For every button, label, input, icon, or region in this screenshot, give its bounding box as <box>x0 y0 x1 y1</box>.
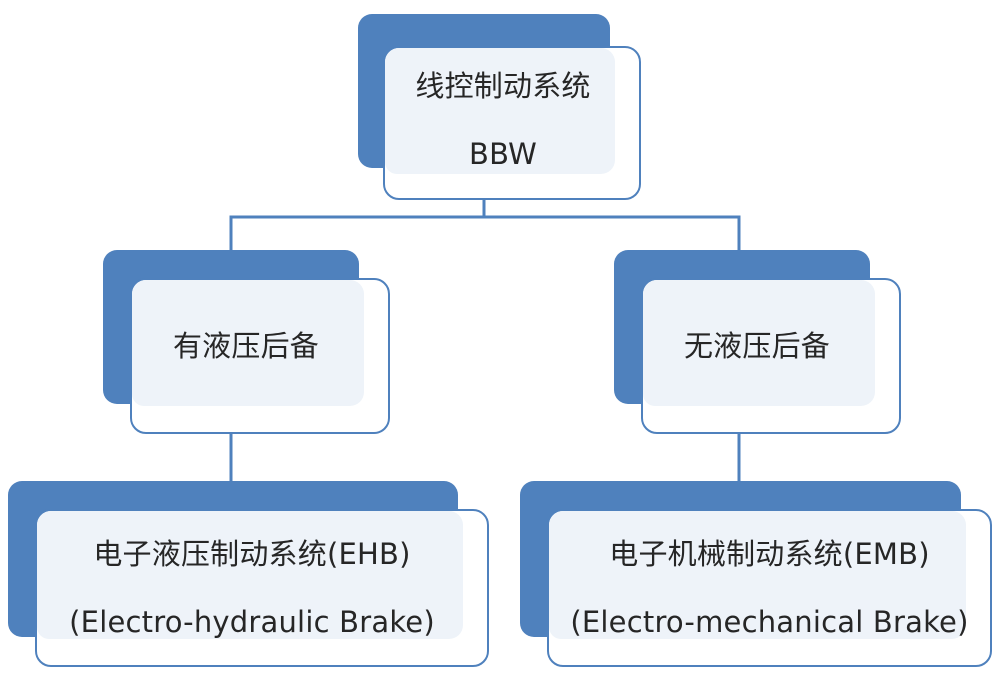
node-panel <box>549 511 966 639</box>
node-text: 线控制动系统 BBW <box>385 48 639 198</box>
node-card: 电子液压制动系统(EHB) (Electro-hydraulic Brake) <box>35 509 489 667</box>
node-card: 有液压后备 <box>130 278 390 434</box>
node-text: 无液压后备 <box>643 280 899 432</box>
node-ehb: 电子液压制动系统(EHB) (Electro-hydraulic Brake) <box>8 481 489 667</box>
node-panel <box>385 48 615 174</box>
node-card: 电子机械制动系统(EMB) (Electro-mechanical Brake) <box>547 509 992 667</box>
branch-label-no-hydraulic: 无液压后备 <box>683 329 830 364</box>
node-text: 电子机械制动系统(EMB) (Electro-mechanical Brake) <box>549 511 990 665</box>
root-node-bbw: 线控制动系统 BBW <box>358 14 641 200</box>
node-without-hydraulic-backup: 无液压后备 <box>614 250 901 434</box>
node-text: 有液压后备 <box>132 280 388 432</box>
node-with-hydraulic-backup: 有液压后备 <box>103 250 390 434</box>
ehb-title-cn: 电子液压制动系统(EHB) <box>93 536 411 571</box>
node-emb: 电子机械制动系统(EMB) (Electro-mechanical Brake) <box>520 481 992 667</box>
ehb-title-en: (Electro-hydraulic Brake) <box>69 605 435 639</box>
node-card: 无液压后备 <box>641 278 901 434</box>
root-title-cn: 线控制动系统 <box>415 68 591 103</box>
node-card: 线控制动系统 BBW <box>383 46 641 200</box>
emb-title-en: (Electro-mechanical Brake) <box>570 605 969 639</box>
root-title-abbr: BBW <box>468 137 538 171</box>
node-text: 电子液压制动系统(EHB) (Electro-hydraulic Brake) <box>37 511 487 665</box>
node-panel <box>643 280 875 406</box>
emb-title-cn: 电子机械制动系统(EMB) <box>609 536 930 571</box>
node-panel <box>37 511 463 639</box>
node-panel <box>132 280 364 406</box>
branch-label-hydraulic: 有液压后备 <box>172 329 319 364</box>
